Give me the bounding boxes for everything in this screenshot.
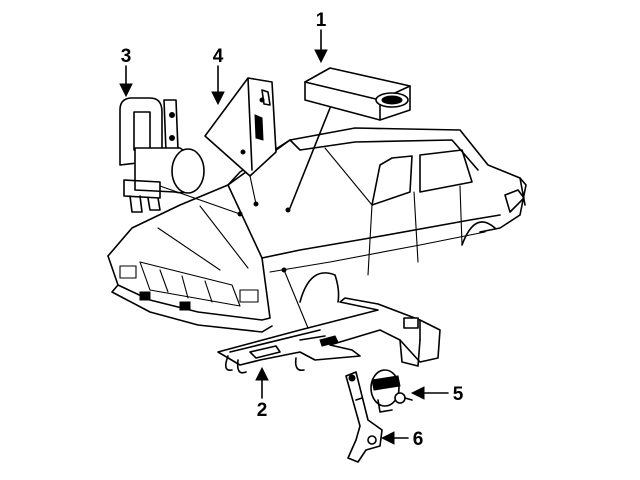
callout-6: 6: [413, 429, 424, 450]
callout-arrows: [119, 29, 449, 445]
callout-1: 1: [316, 10, 327, 31]
part-4-bracket: [204, 77, 277, 205]
car-body: [107, 127, 527, 333]
part-5-switch: [370, 369, 413, 413]
callout-4: 4: [213, 46, 224, 67]
part-6-sensor-arm: [345, 371, 383, 463]
callout-5: 5: [453, 384, 464, 405]
part-1-control-module: [289, 67, 411, 209]
part-2-mounting-plate: [217, 269, 441, 374]
callout-2: 2: [257, 400, 268, 421]
part-3-actuator: [119, 97, 241, 215]
callout-3: 3: [121, 46, 132, 67]
